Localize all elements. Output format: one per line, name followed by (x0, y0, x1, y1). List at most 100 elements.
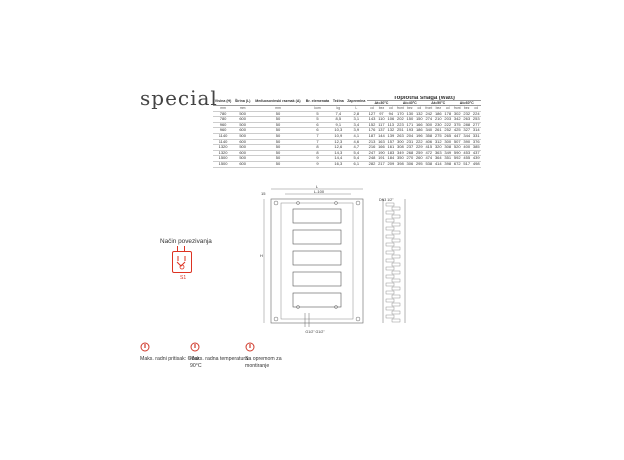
table-cell: 342 (452, 116, 463, 123)
feature-item: Sa opremom za montiranje (245, 342, 305, 369)
table-cell: 439 (471, 155, 481, 162)
side-fin (385, 242, 395, 247)
unit-cell: mm (252, 105, 304, 112)
table-cell: 3,9 (345, 127, 368, 134)
side-fin (391, 246, 401, 251)
table-cell: 183 (386, 150, 396, 157)
table-cell: 157 (386, 139, 396, 146)
table-cell: 340 (424, 127, 434, 134)
table-cell: 780 (213, 116, 234, 123)
table-cell: 263 (462, 116, 472, 123)
table-cell: 190 (376, 150, 387, 157)
table-cell: 2,8 (345, 111, 368, 118)
table-cell: 600 (233, 139, 253, 146)
table-cell: 4,1 (345, 133, 368, 140)
dim-H: H (260, 253, 263, 258)
table-cell: 248 (367, 155, 377, 162)
table-cell: 4,6 (345, 139, 368, 146)
table-cell: 455 (462, 155, 472, 162)
side-fin (391, 294, 401, 299)
side-fin (385, 306, 395, 311)
table-cell: 474 (424, 155, 434, 162)
table-cell: 193 (405, 127, 415, 134)
table-cell: 3,1 (345, 116, 368, 123)
temperature-icon (190, 342, 200, 352)
table-cell: 230 (433, 122, 444, 129)
pipe-label: G1/2" G1/2" (305, 330, 325, 334)
table-cell: 500 (233, 133, 253, 140)
table-cell: 331 (471, 133, 481, 140)
table-cell: 277 (471, 122, 481, 129)
table-cell: 406 (424, 139, 434, 146)
table-cell: 132 (386, 127, 396, 134)
table-cell: 216 (367, 144, 377, 151)
table-cell: 398 (443, 161, 453, 168)
table-cell: 398 (395, 161, 406, 168)
table-cell: 1140 (213, 133, 234, 140)
specification-table: Visina (H) Širina (L) Međuosovinski razm… (213, 96, 481, 168)
table-cell: 132 (414, 111, 425, 118)
table-cell: 203 (443, 116, 453, 123)
side-fin (391, 270, 401, 275)
table-cell: 50 (252, 155, 304, 162)
table-cell: 314 (471, 127, 481, 134)
table-cell: 263 (395, 133, 406, 140)
table-cell: 349 (443, 150, 453, 157)
unit-cell: cd (414, 105, 425, 112)
side-fin (391, 254, 401, 259)
dim-15: 15 (261, 191, 266, 196)
table-cell: 97 (376, 111, 387, 118)
table-cell: 3,4 (345, 122, 368, 129)
table-cell: 390 (462, 139, 472, 146)
table-cell: 152 (367, 122, 377, 129)
side-fin (385, 290, 395, 295)
table-cell: 498 (471, 161, 481, 168)
table-cell: 351 (443, 155, 453, 162)
table-cell: 5 (303, 111, 332, 118)
radiator-panel (292, 208, 342, 224)
col-weight: Težina (331, 96, 346, 106)
table-cell: 7,4 (331, 111, 346, 118)
feature-text: Maks. radna temperatura: 90°C (190, 356, 250, 369)
table-cell: 275 (433, 133, 444, 140)
side-fin (391, 238, 401, 243)
table-cell: 415 (424, 144, 434, 151)
table-cell: 50 (252, 139, 304, 146)
table-cell: 139 (386, 133, 396, 140)
side-fin (385, 298, 395, 303)
side-fin (385, 226, 395, 231)
brand-logo: special (140, 86, 218, 110)
table-cell: 600 (233, 150, 253, 157)
table-cell: 1500 (213, 161, 234, 168)
table-cell: 1140 (213, 139, 234, 146)
table-cell: 223 (395, 122, 406, 129)
table-cell: 184 (386, 155, 396, 162)
table-cell: 300 (395, 139, 406, 146)
table-cell: 6 (303, 122, 332, 129)
side-fin (385, 250, 395, 255)
table-cell: 14,4 (331, 155, 346, 162)
table-cell: 191 (376, 155, 387, 162)
table-cell: 300 (443, 139, 453, 146)
table-cell: 50 (252, 127, 304, 134)
table-cell: 425 (452, 127, 463, 134)
table-cell: 349 (395, 150, 406, 157)
col-height: Visina (H) (213, 96, 234, 106)
table-cell: 472 (424, 150, 434, 157)
table-cell: 308 (395, 144, 406, 151)
table-cell: 144 (376, 133, 387, 140)
table-cell: 507 (452, 139, 463, 146)
table-cell: 780 (213, 111, 234, 118)
delta-30: Δt=30°C (367, 100, 396, 106)
table-cell: 113 (386, 122, 396, 129)
table-cell: 150 (414, 116, 425, 123)
table-cell: 127 (367, 111, 377, 118)
table-cell: 213 (367, 139, 377, 146)
table-cell: 6,1 (345, 161, 368, 168)
unit-cell: cd (386, 105, 396, 112)
feature-item: Maks. radna temperatura: 90°C (190, 342, 250, 369)
